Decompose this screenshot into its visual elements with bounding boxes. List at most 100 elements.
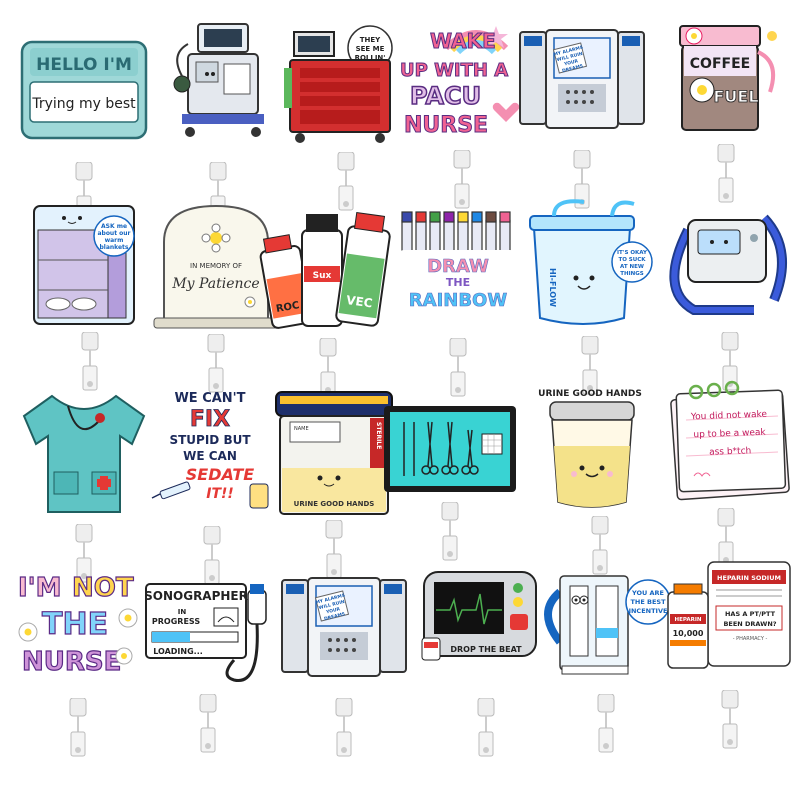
im-text: I'M	[18, 573, 62, 603]
heparin-dose-text: 10,000	[673, 629, 704, 638]
sonographer-badge: SONOGRAPHER IN PROGRESS LOADING...	[142, 576, 274, 708]
in-text: IN	[178, 608, 187, 616]
heparin-sodium-text: HEPARIN SODIUM	[717, 574, 781, 582]
badge-weak-notepad: You did not wake up to be a weak ass b*t…	[660, 376, 792, 572]
surgical-tray-icon	[384, 400, 516, 532]
sedate-text: SEDATE	[186, 465, 255, 484]
dreams-text: DREAMS	[562, 63, 584, 74]
blankets-text: blankets	[99, 244, 128, 251]
badge-reel-clip	[474, 698, 498, 762]
badge-drop-the-beat: DROP THE BEAT	[420, 566, 552, 762]
urine-good-hands-text: URINE GOOD HANDS	[294, 500, 375, 508]
coffee-text: COFFEE	[690, 56, 750, 72]
up-to-be-a-weak-text: up to be a weak	[693, 428, 766, 441]
pacu-text: PACU	[410, 82, 481, 110]
badge-reel-clip	[438, 502, 462, 566]
badge-reel-clip	[66, 698, 90, 762]
badge-reel-clip	[714, 144, 738, 208]
in-memory-of-text: IN MEMORY OF	[190, 262, 242, 270]
badge-blanket-warmer: ASK me about our warm blankets	[24, 200, 156, 396]
defibrillator-icon: DROP THE BEAT	[420, 566, 552, 698]
badge-reel-clip	[204, 334, 228, 398]
dreams-text: DREAMS	[324, 611, 346, 622]
med-vials-icon: ROC Sux VEC	[259, 206, 394, 338]
badge-urine-good-hands: URINE GOOD HANDS	[534, 384, 666, 580]
its-okay-text: IT'S OKAY	[617, 250, 648, 256]
the-best-text: THE BEST	[630, 598, 666, 606]
badge-sonographer: SONOGRAPHER IN PROGRESS LOADING...	[142, 576, 274, 772]
badge-in-memory: IN MEMORY OF My Patience	[150, 202, 282, 398]
badge-crash-cart: THEY SEE ME ROLLIN'	[280, 20, 412, 216]
badge-specimen-cup: NAME STERILE URINE GOOD HANDS	[268, 388, 400, 584]
badge-reel-clip	[718, 690, 742, 754]
specimen-cup-icon: NAME STERILE URINE GOOD HANDS	[268, 388, 400, 520]
we-cant-text: WE CAN'T	[174, 391, 245, 406]
your-text: YOUR	[563, 58, 580, 68]
nurse-text: NURSE	[404, 113, 488, 138]
you-are-text: YOU ARE	[631, 589, 664, 597]
crash-cart-icon: THEY SEE ME ROLLIN'	[280, 20, 412, 152]
badge-reel-clip	[316, 338, 340, 402]
badge-reel-clip	[196, 694, 220, 758]
ass-bitch-text: ass b*tch	[709, 446, 751, 457]
scrubs-icon	[18, 392, 150, 524]
badge-hi-flow: HI-FLOW IT'S OKAY TO SUCK AT NEW THINGS	[524, 198, 656, 395]
sterile-text: STERILE	[375, 422, 382, 449]
the-text: THE	[446, 276, 470, 289]
notepad-icon: You did not wake up to be a weak ass b*t…	[660, 376, 792, 508]
loading-text: LOADING...	[153, 647, 203, 656]
badge-sux-vec-roc: ROC Sux VEC	[259, 206, 394, 402]
sux-text: Sux	[313, 271, 332, 281]
name-label-text: NAME	[294, 426, 309, 432]
rollin-text: ROLLIN'	[355, 54, 386, 62]
drop-the-beat-text: DROP THE BEAT	[450, 645, 522, 654]
trying-my-best-text: Trying my best	[31, 96, 136, 112]
we-can-text: WE CAN	[183, 449, 237, 463]
not-the-nurse-badge: I'M NOT THE NURSE	[12, 566, 144, 698]
nurse-text-2: NURSE	[22, 647, 121, 677]
badge-reel-clip	[200, 526, 224, 590]
they-text: THEY	[360, 36, 381, 44]
hello-im-text: HELLO I'M	[36, 55, 132, 75]
badge-hello-im: HELLO I'M Trying my best	[18, 30, 150, 226]
at-new-text: AT NEW	[620, 264, 644, 270]
my-patience-text: My Patience	[171, 276, 259, 292]
pacu-nurse-badge: WAKE UP WITH A PACU NURSE	[396, 18, 528, 150]
warm-text: warm	[105, 237, 124, 244]
iv-pump-icon: MY ALARMS WILL RUIN YOUR DREAMS	[516, 18, 648, 150]
badge-reel-clip	[332, 698, 356, 762]
fuel-text: FUEL	[713, 87, 758, 106]
you-did-not-wake-text: You did not wake	[690, 410, 768, 423]
badge-coffee-fuel: COFFEE FUEL	[660, 12, 792, 208]
bair-hugger-icon	[664, 200, 796, 332]
draw-text: DRAW	[427, 256, 489, 277]
coffee-cup-icon: COFFEE FUEL	[660, 12, 792, 144]
badge-reel-clip	[594, 694, 618, 758]
been-drawn-text: BEEN DRAWN?	[723, 620, 776, 628]
not-text: NOT	[72, 573, 134, 603]
hi-flow-text: HI-FLOW	[548, 268, 557, 307]
suction-canister-icon: HI-FLOW IT'S OKAY TO SUCK AT NEW THINGS	[524, 198, 656, 330]
up-with-a-text: UP WITH A	[400, 60, 508, 81]
fix-stupid-badge: WE CAN'T FIX STUPID BUT WE CAN SEDATE IT…	[146, 386, 278, 518]
vec-text: VEC	[345, 293, 373, 311]
badge-reel-clip	[450, 150, 474, 214]
it-text: IT!!	[206, 486, 234, 502]
things-text: THINGS	[620, 271, 644, 277]
badge-surgical-tray	[384, 400, 516, 596]
urine-cup-icon: URINE GOOD HANDS	[534, 384, 666, 516]
badge-reel-clip	[334, 152, 358, 216]
badge-reel-clip	[72, 524, 96, 588]
fix-text: FIX	[190, 407, 230, 432]
urine-good-hands-title-text: URINE GOOD HANDS	[538, 389, 642, 399]
badge-draw-the-rainbow: DRAW THE RAINBOW	[392, 206, 524, 402]
badge-reel-clip	[322, 520, 346, 584]
sonographer-text: SONOGRAPHER	[144, 589, 248, 603]
tombstone-icon: IN MEMORY OF My Patience	[150, 202, 282, 334]
flower-icon	[18, 608, 138, 665]
badge-incentive-spirometer: YOU ARE THE BEST INCENTIVE	[540, 562, 672, 758]
see-me-text: SEE ME	[356, 45, 385, 53]
the-text-2: THE	[42, 607, 108, 642]
blanket-warmer-icon: ASK me about our warm blankets	[24, 200, 156, 332]
